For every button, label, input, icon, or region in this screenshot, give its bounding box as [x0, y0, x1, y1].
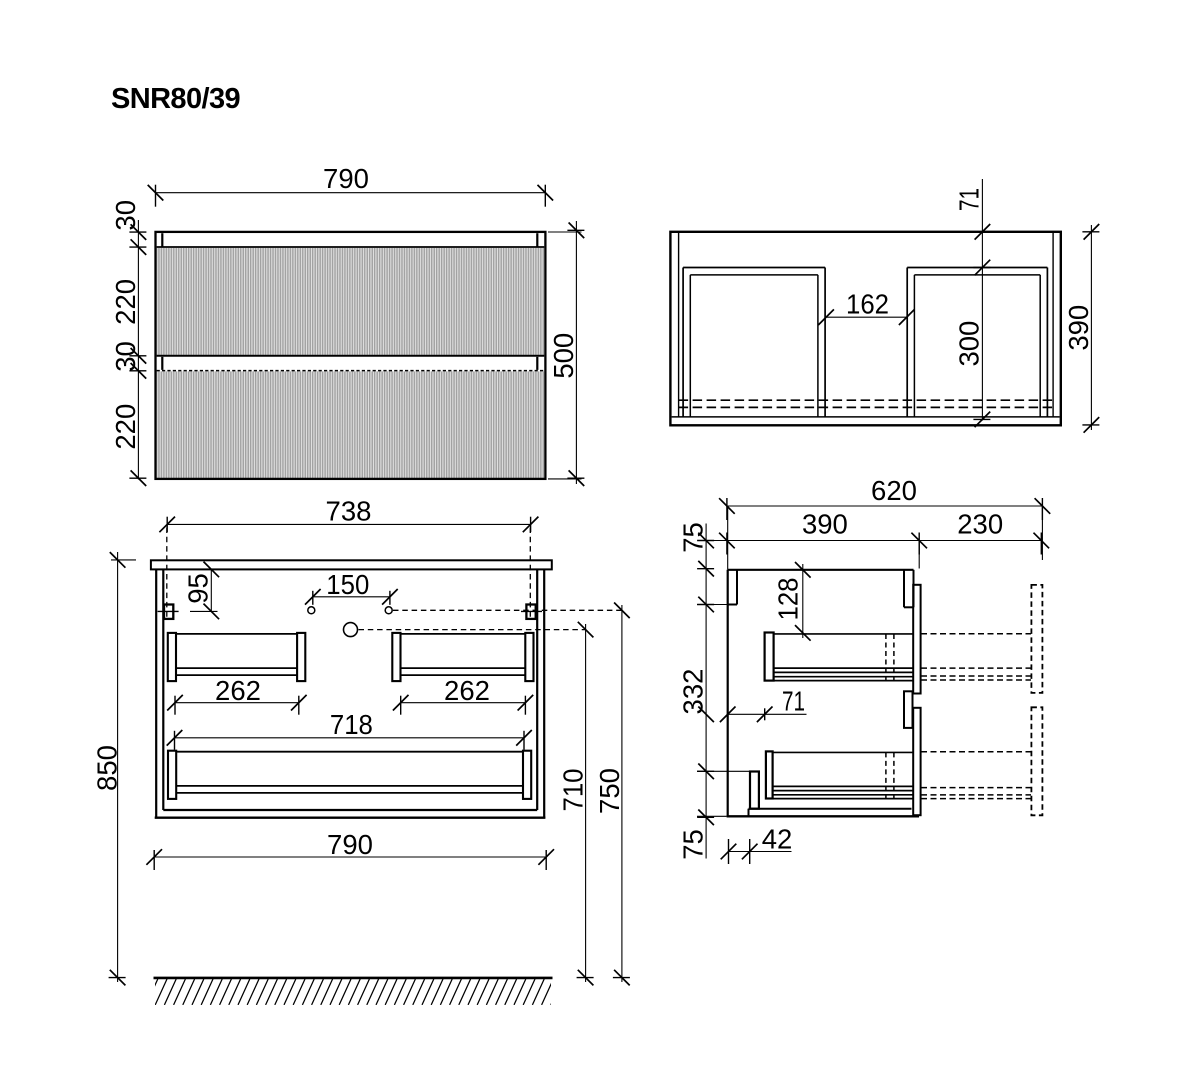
- svg-text:750: 750: [594, 768, 625, 814]
- svg-text:42: 42: [762, 823, 793, 854]
- svg-text:30: 30: [110, 341, 141, 372]
- svg-text:162: 162: [846, 289, 889, 320]
- svg-text:390: 390: [1063, 305, 1094, 351]
- svg-text:75: 75: [678, 829, 709, 860]
- svg-text:262: 262: [215, 675, 261, 706]
- svg-text:220: 220: [110, 404, 141, 450]
- svg-text:95: 95: [183, 573, 214, 604]
- svg-text:790: 790: [327, 829, 373, 860]
- svg-text:332: 332: [678, 669, 709, 715]
- svg-text:500: 500: [548, 333, 579, 379]
- svg-text:128: 128: [773, 578, 804, 621]
- svg-text:150: 150: [326, 569, 369, 600]
- svg-text:390: 390: [802, 509, 848, 540]
- svg-text:75: 75: [678, 522, 709, 553]
- svg-text:230: 230: [957, 509, 1003, 540]
- svg-text:850: 850: [92, 745, 123, 791]
- svg-text:790: 790: [323, 163, 369, 194]
- svg-text:738: 738: [326, 496, 372, 527]
- svg-text:620: 620: [871, 475, 917, 506]
- svg-text:SNR80/39: SNR80/39: [111, 83, 240, 115]
- svg-text:220: 220: [110, 279, 141, 325]
- svg-text:30: 30: [110, 200, 141, 231]
- svg-text:71: 71: [953, 188, 984, 211]
- svg-text:710: 710: [558, 769, 589, 812]
- svg-text:718: 718: [330, 709, 373, 740]
- svg-text:71: 71: [782, 685, 805, 716]
- svg-text:300: 300: [953, 321, 984, 367]
- svg-text:262: 262: [444, 675, 490, 706]
